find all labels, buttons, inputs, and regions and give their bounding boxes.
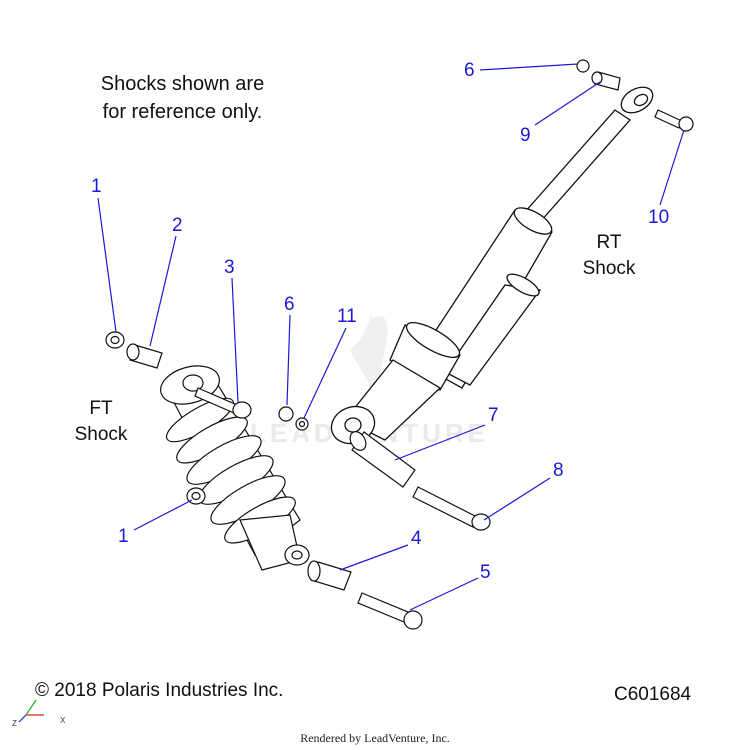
copyright-text: © 2018 Polaris Industries Inc. xyxy=(35,680,284,701)
callout-3[interactable]: 3 xyxy=(224,257,235,278)
rt-hardware xyxy=(278,59,694,531)
axis-indicator xyxy=(18,699,44,723)
rendered-by-text: Rendered by LeadVenture, Inc. xyxy=(300,731,450,745)
callout-10[interactable]: 10 xyxy=(648,207,670,228)
callout-1-top[interactable]: 1 xyxy=(91,176,102,197)
axis-x-label: X xyxy=(60,716,66,725)
rt-label-line-1: RT xyxy=(596,232,622,253)
note-line-2: for reference only. xyxy=(102,101,263,123)
callout-6-mid[interactable]: 6 xyxy=(284,294,295,315)
note-line-1: Shocks shown are xyxy=(100,73,265,95)
axis-z-label: Z xyxy=(12,719,17,728)
callout-1-bottom[interactable]: 1 xyxy=(118,526,129,547)
callout-11[interactable]: 11 xyxy=(337,306,357,327)
reference-note: Shocks shown are for reference only. xyxy=(70,70,295,126)
ft-shock-label: FT Shock xyxy=(66,396,136,448)
callout-7[interactable]: 7 xyxy=(488,405,499,426)
rt-shock xyxy=(330,86,654,445)
callout-2[interactable]: 2 xyxy=(172,215,183,236)
callout-4[interactable]: 4 xyxy=(411,528,422,549)
callout-6-top[interactable]: 6 xyxy=(464,60,475,81)
ft-label-line-2: Shock xyxy=(74,424,128,445)
callout-5[interactable]: 5 xyxy=(480,562,491,583)
callout-leaders xyxy=(97,63,685,611)
ft-label-line-1: FT xyxy=(89,398,113,419)
diagram-code: C601684 xyxy=(614,684,692,705)
rt-shock-label: RT Shock xyxy=(574,230,644,282)
callout-9[interactable]: 9 xyxy=(520,125,531,146)
callout-8[interactable]: 8 xyxy=(553,460,564,481)
rt-label-line-2: Shock xyxy=(582,258,636,279)
ft-shock xyxy=(160,365,310,571)
